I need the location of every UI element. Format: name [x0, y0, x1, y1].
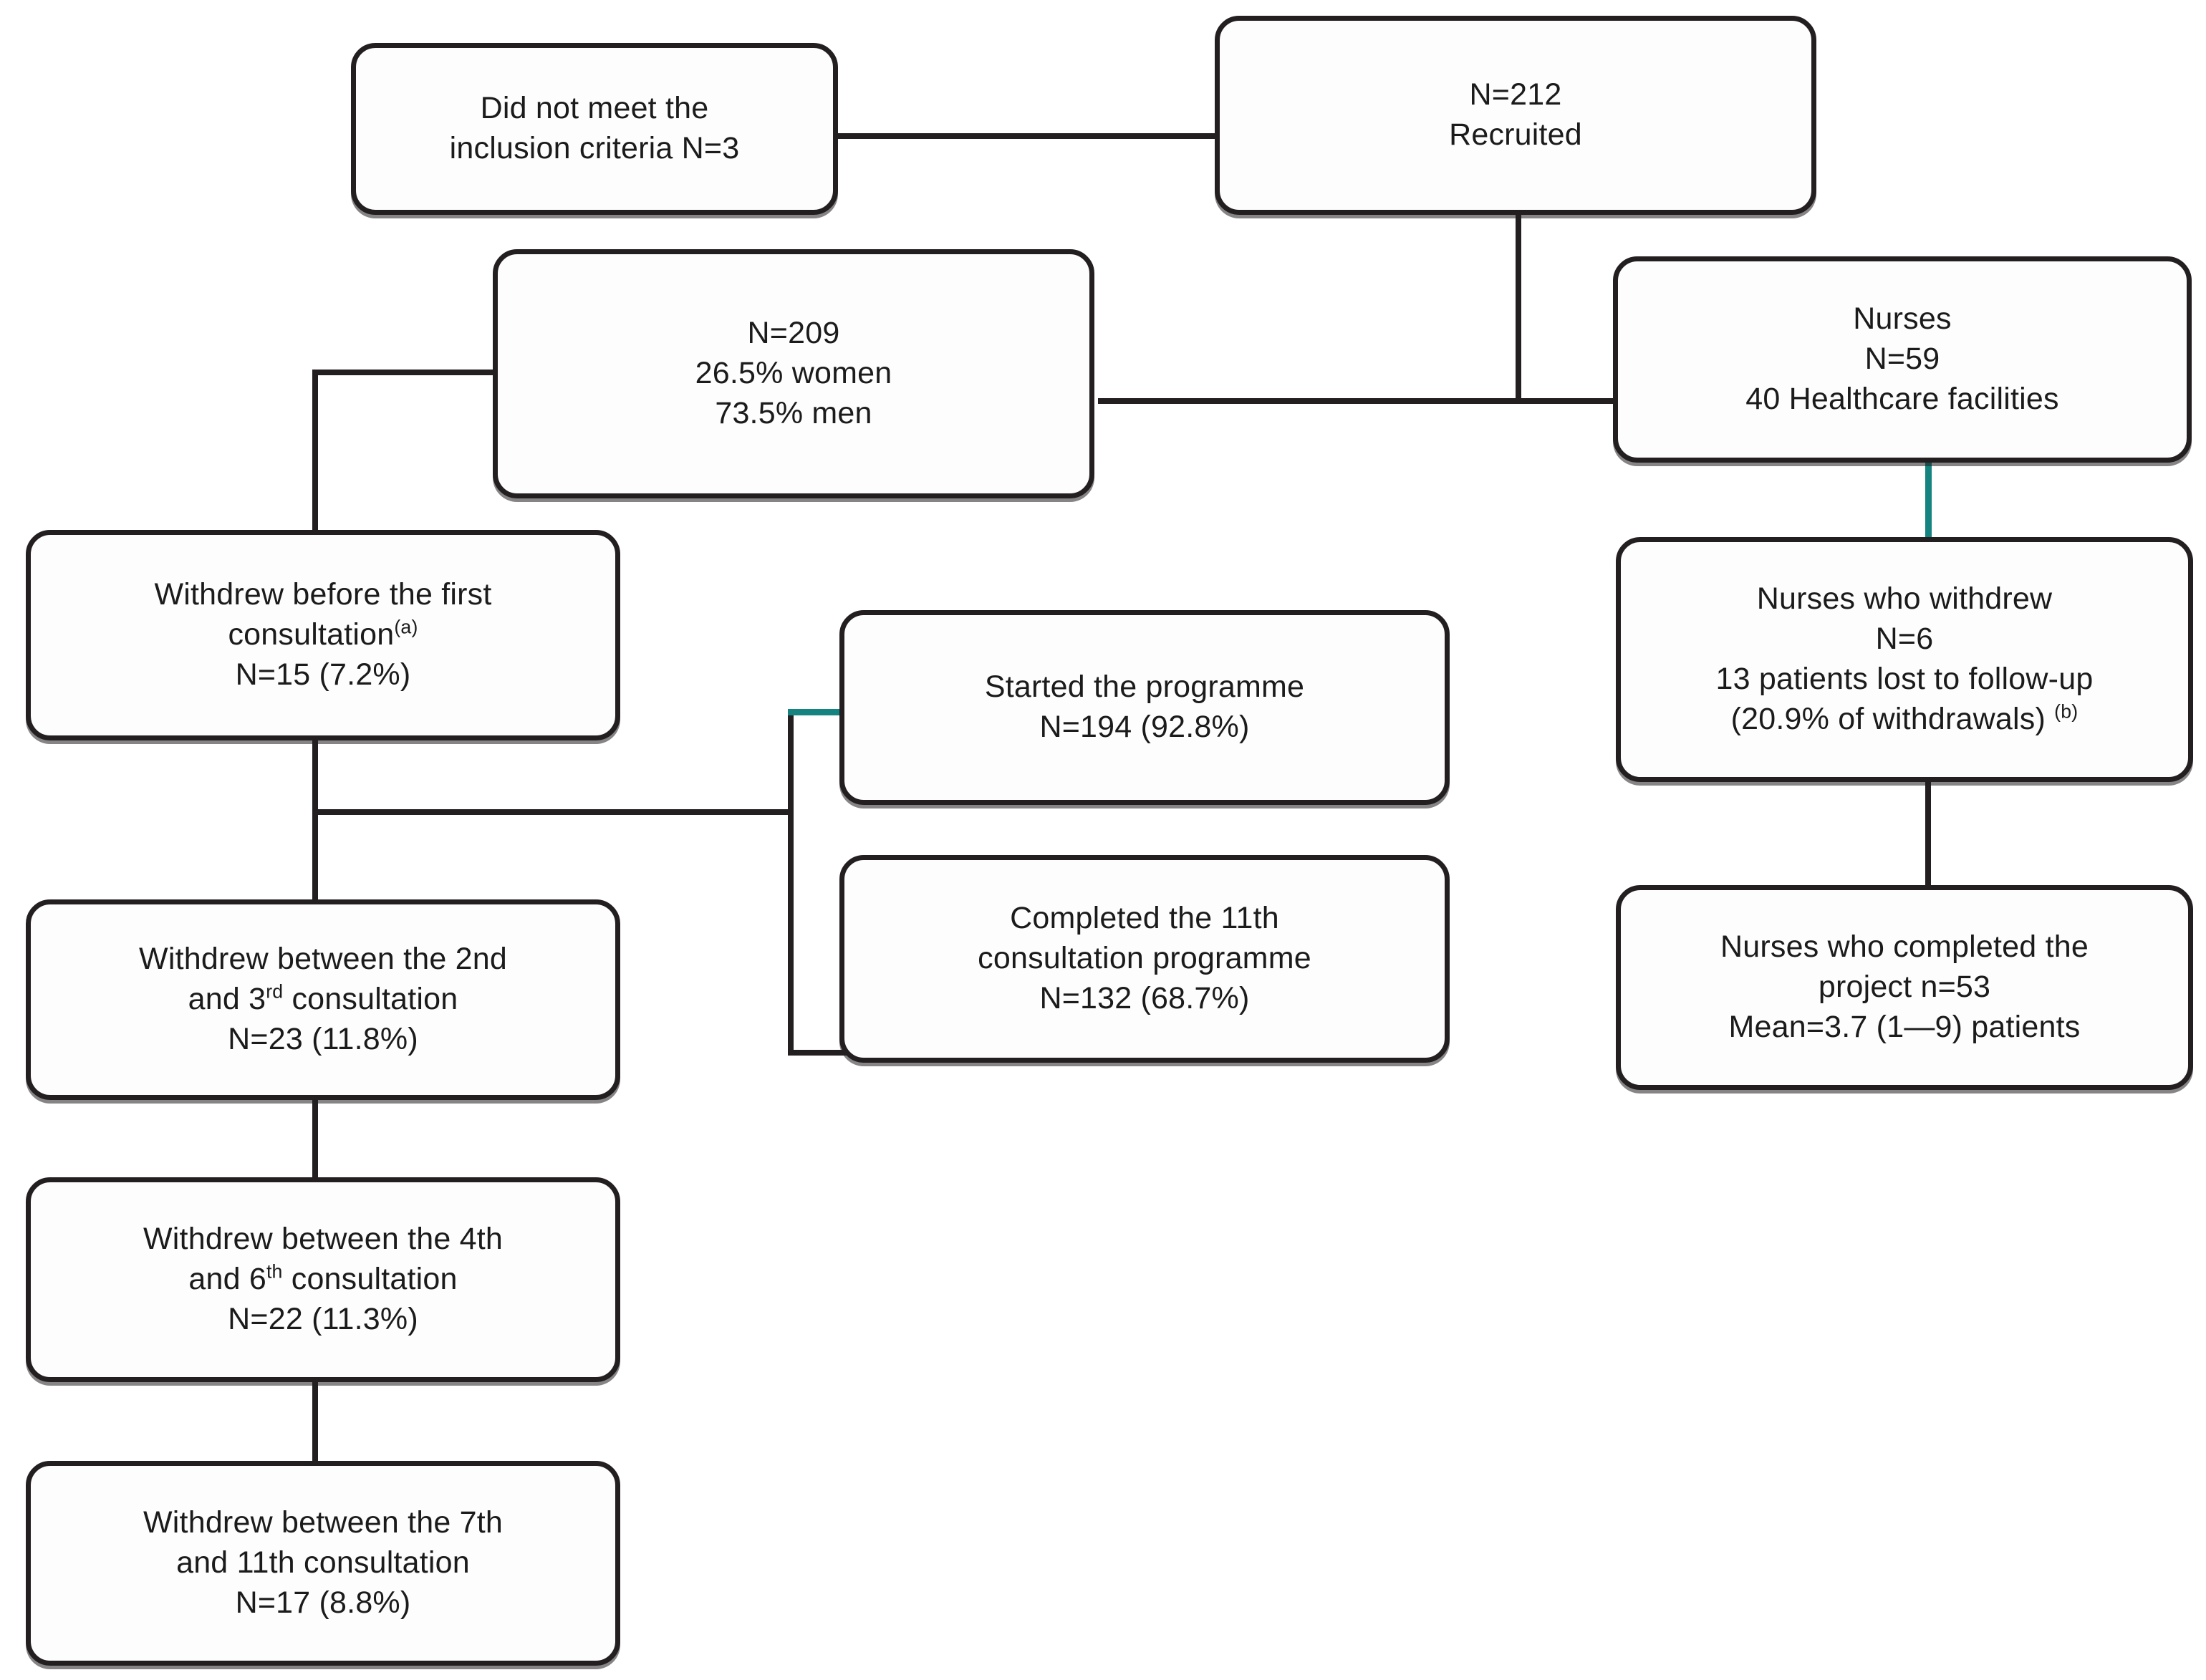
connector-withdrew-first-to-2-3	[312, 738, 318, 904]
withdrew-2nd-3rd-consultation-box[interactable]: Withdrew between the 2nd and 3rd consult…	[26, 899, 620, 1100]
withdrew-7-11-line2: and 11th consultation	[176, 1545, 470, 1580]
recruited-line2: Recruited	[1449, 117, 1582, 152]
nurses-withdrew-line4: (20.9% of withdrawals)	[1730, 701, 2046, 736]
connector-withdrew-2-3-to-4-6	[312, 1096, 318, 1182]
nurses-line2: N=59	[1864, 342, 1940, 377]
footnote-marker-a: (a)	[394, 616, 418, 638]
nurses-box[interactable]: Nurses N=59 40 Healthcare facilities	[1613, 256, 2192, 463]
nurses-completed-line3: Mean=3.7 (1—9) patients	[1728, 1009, 2081, 1044]
nurses-line1: Nurses	[1853, 301, 1952, 337]
started-programme-box[interactable]: Started the programme N=194 (92.8%)	[839, 610, 1450, 805]
included-participants-box[interactable]: N=209 26.5% women 73.5% men	[493, 249, 1094, 498]
completed-line3: N=132 (68.7%)	[1039, 980, 1250, 1015]
nurses-withdrew-line3: 13 patients lost to follow-up	[1715, 662, 2094, 696]
withdrew-4-6-line2-post: consultation	[282, 1262, 458, 1297]
withdrew-4th-6th-consultation-box[interactable]: Withdrew between the 4th and 6th consult…	[26, 1177, 620, 1382]
nurses-who-completed-box[interactable]: Nurses who completed the project n=53 Me…	[1616, 885, 2193, 1090]
connector-included-left-drop	[312, 370, 318, 550]
nurses-completed-line1: Nurses who completed the	[1720, 930, 2089, 965]
started-line1: Started the programme	[984, 670, 1305, 705]
nurses-withdrew-line1: Nurses who withdrew	[1756, 581, 2053, 617]
withdrew-4-6-line3: N=22 (11.3%)	[228, 1301, 418, 1336]
nurses-who-withdrew-box[interactable]: Nurses who withdrew N=6 13 patients lost…	[1616, 537, 2193, 782]
withdrew-7-11-line3: N=17 (8.8%)	[235, 1585, 411, 1620]
connector-nurses-withdrew-to-completed	[1925, 779, 1931, 887]
withdrew-7th-11th-consultation-box[interactable]: Withdrew between the 7th and 11th consul…	[26, 1461, 620, 1666]
completed-line1: Completed the 11th	[1010, 901, 1279, 936]
completed-line2: consultation programme	[978, 941, 1311, 976]
connector-withdrew-4-6-to-7-11	[312, 1379, 318, 1464]
included-line3: 73.5% men	[715, 395, 872, 430]
recruited-line1: N=212	[1469, 77, 1562, 112]
included-line2: 26.5% women	[695, 356, 892, 391]
connector-middle-bracket-trunk	[788, 709, 794, 1056]
withdrew-2-3-line3: N=23 (11.8%)	[228, 1021, 418, 1056]
connector-bracket-top-teal-stub	[788, 709, 868, 715]
ordinal-suffix-th: th	[266, 1260, 283, 1283]
started-line2: N=194 (92.8%)	[1039, 710, 1250, 744]
connector-included-to-nurses	[1098, 398, 1614, 404]
withdrew-first-line3: N=15 (7.2%)	[235, 657, 411, 692]
connector-nurses-to-nurses-withdrew	[1925, 458, 1932, 543]
withdrew-4-6-line1: Withdrew between the 4th	[143, 1222, 503, 1257]
withdrew-2-3-line2-post: consultation	[283, 982, 458, 1017]
connector-included-left-stub	[312, 370, 498, 375]
connector-left-spine-branch-right	[312, 809, 794, 815]
recruited-box[interactable]: N=212 Recruited	[1215, 16, 1816, 215]
completed-programme-box[interactable]: Completed the 11th consultation programm…	[839, 855, 1450, 1063]
nurses-line3: 40 Healthcare facilities	[1745, 381, 2059, 416]
withdrew-first-line2: consultation	[228, 617, 395, 652]
ordinal-suffix-rd: rd	[266, 980, 284, 1003]
did-not-meet-line1: Did not meet the	[480, 91, 709, 126]
withdrew-before-first-consultation-box[interactable]: Withdrew before the first consultation(a…	[26, 530, 620, 740]
connector-recruited-stem-down	[1516, 212, 1521, 401]
connector-recruited-to-not-eligible	[837, 133, 1216, 139]
connector-bracket-bottom-stub	[788, 1050, 868, 1056]
withdrew-first-line1: Withdrew before the first	[154, 577, 492, 612]
withdrew-4-6-line2-pre: and 6	[188, 1262, 266, 1297]
withdrew-7-11-line1: Withdrew between the 7th	[143, 1505, 503, 1540]
withdrew-2-3-line1: Withdrew between the 2nd	[139, 942, 507, 977]
footnote-marker-b: (b)	[2054, 700, 2079, 723]
nurses-completed-line2: project n=53	[1818, 970, 1991, 1005]
included-line1: N=209	[747, 316, 840, 351]
did-not-meet-inclusion-box[interactable]: Did not meet the inclusion criteria N=3	[351, 43, 838, 215]
withdrew-2-3-line2-pre: and 3	[188, 982, 266, 1017]
nurses-withdrew-line2: N=6	[1875, 622, 1934, 657]
did-not-meet-line2: inclusion criteria N=3	[449, 131, 740, 165]
